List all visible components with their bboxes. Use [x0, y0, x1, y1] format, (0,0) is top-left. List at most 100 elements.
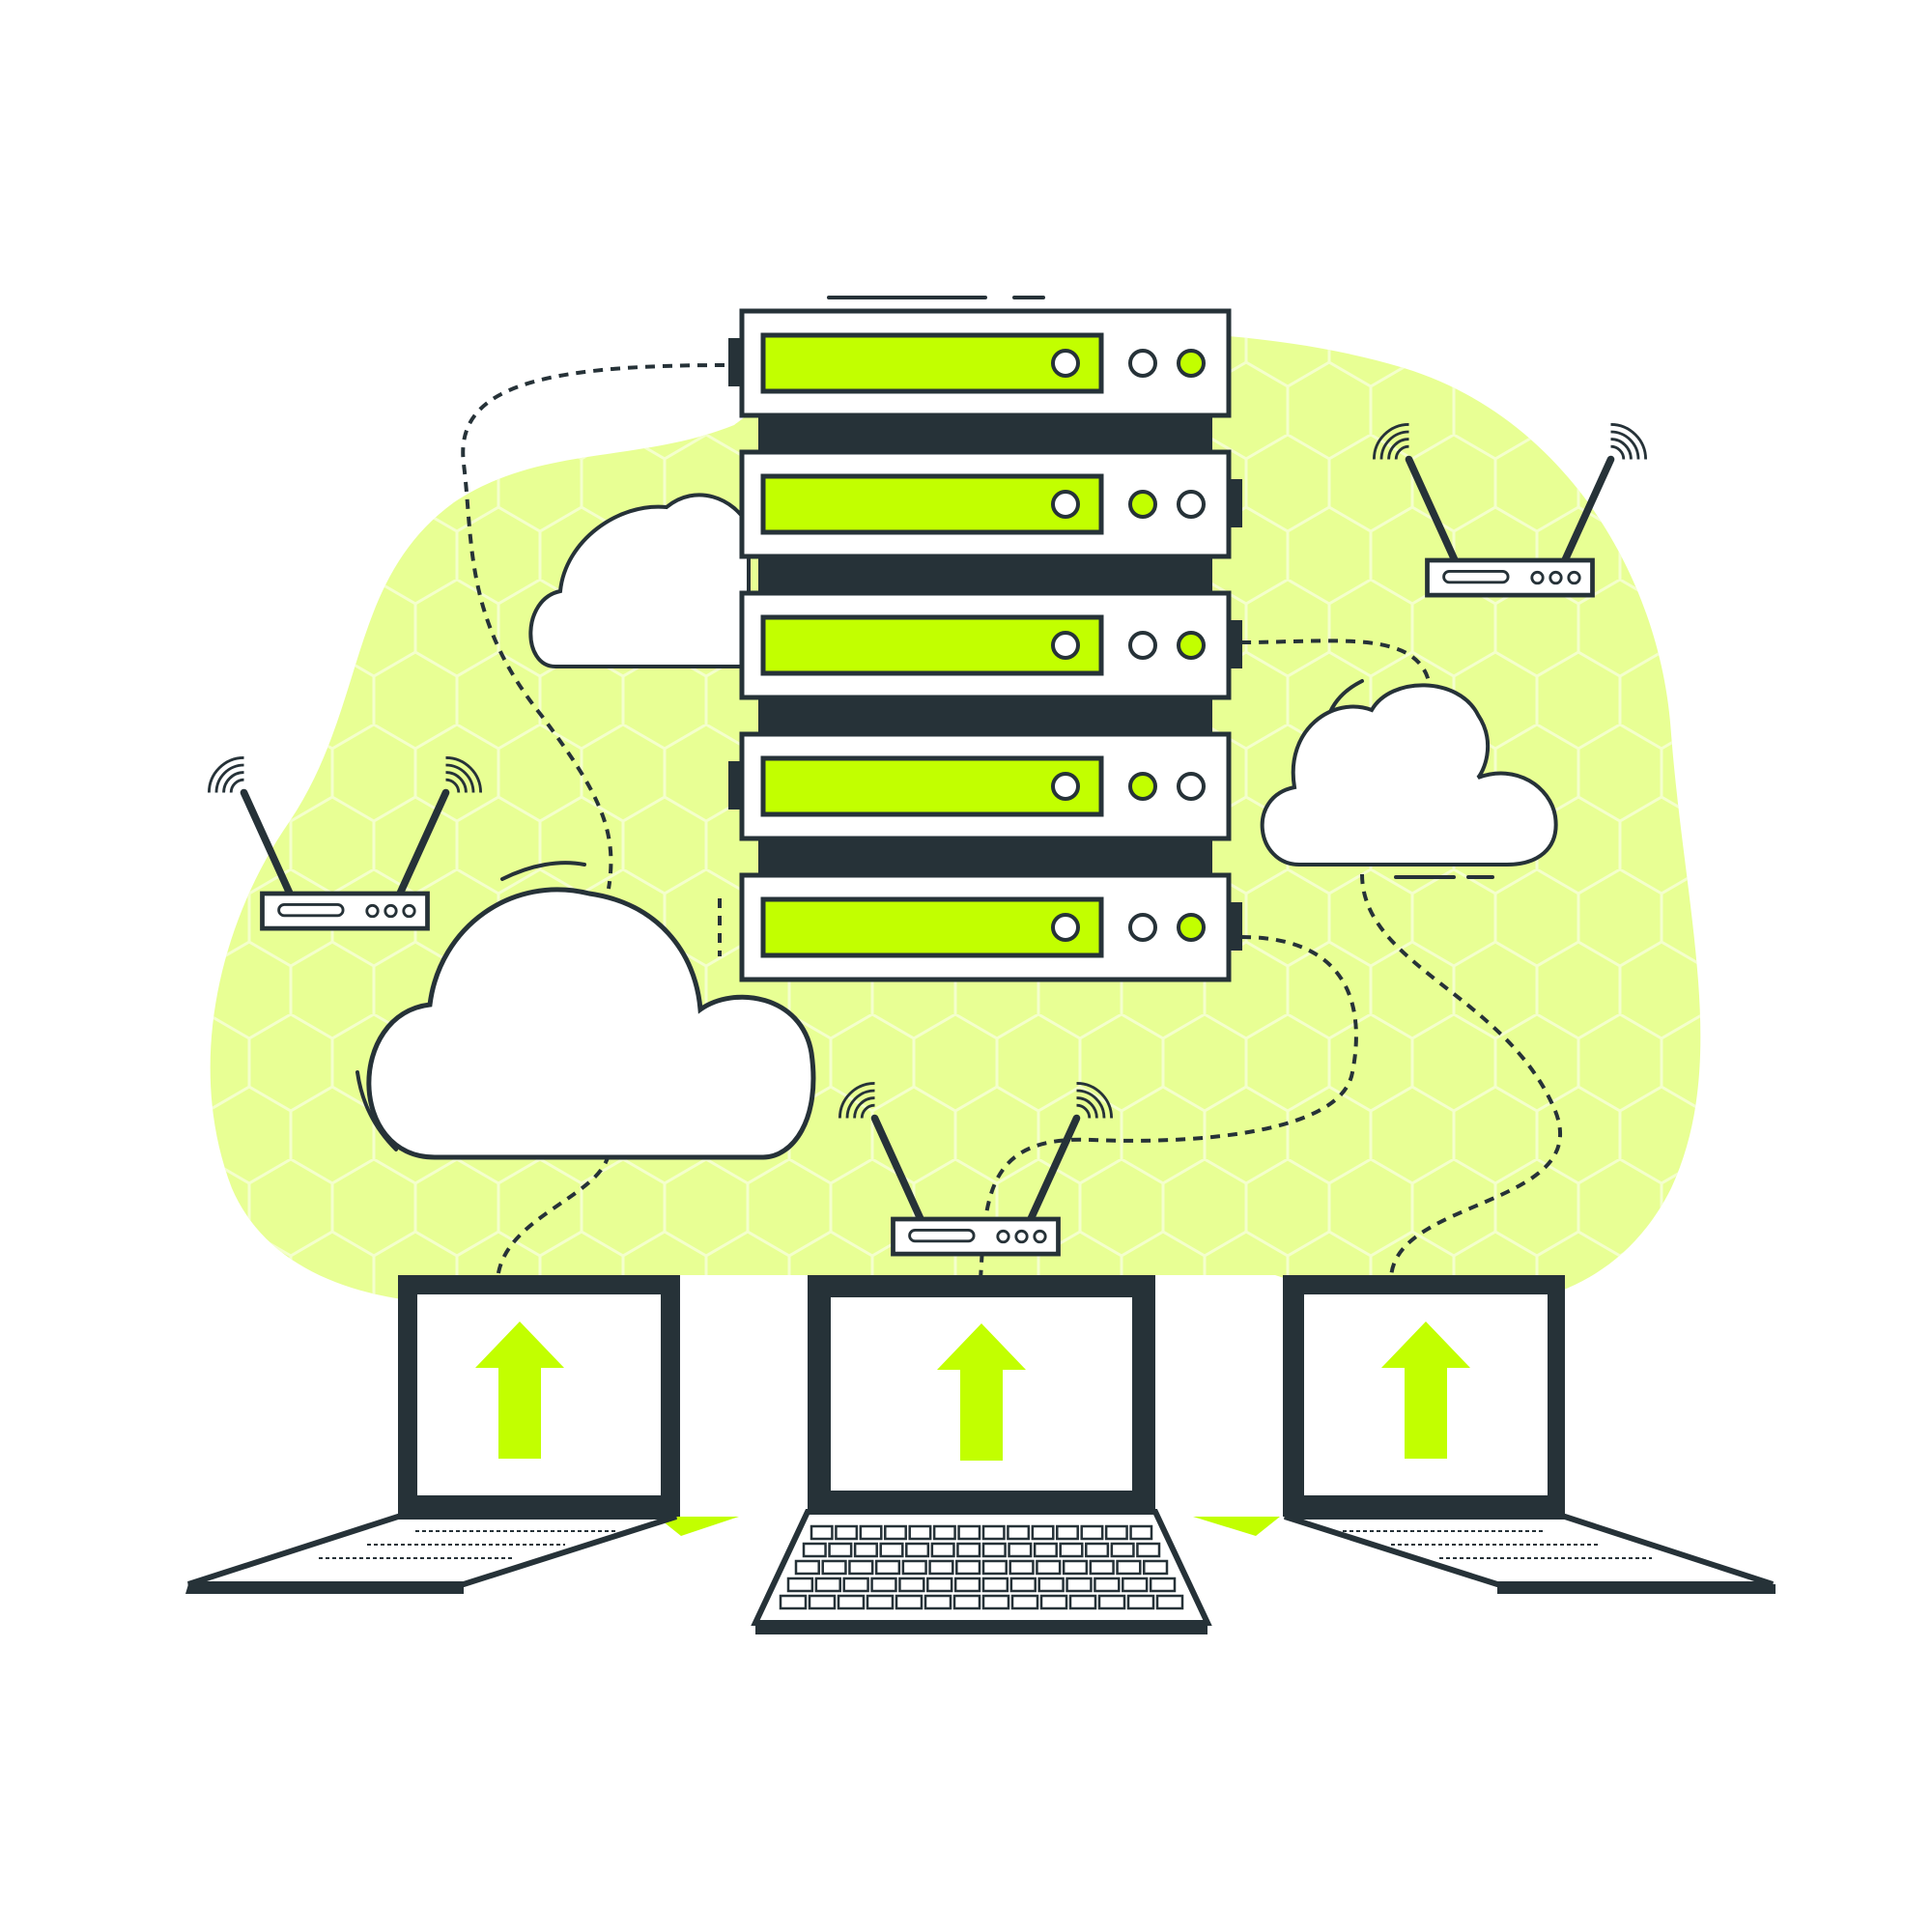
keyboard-key	[1008, 1542, 1033, 1558]
router-led	[1014, 1229, 1029, 1244]
keyboard-key	[1089, 1559, 1115, 1576]
keyboard-key	[1155, 1594, 1184, 1610]
keyboard-key	[901, 1559, 927, 1576]
keyboard-key	[923, 1594, 952, 1610]
keyboard-key	[1068, 1594, 1097, 1610]
router-led	[365, 903, 380, 919]
keyboard-key	[1149, 1577, 1177, 1593]
keyboard-key	[1059, 1542, 1084, 1558]
keyboard-key	[1033, 1542, 1058, 1558]
keyboard-key	[908, 1524, 932, 1541]
server-unit	[739, 590, 1242, 700]
wifi-signal-arc	[222, 771, 244, 793]
keyboard-key	[1143, 1559, 1169, 1576]
server-unit	[728, 308, 1232, 418]
router-led	[1530, 570, 1545, 585]
router-led	[996, 1229, 1010, 1244]
connection-line	[979, 935, 1358, 1281]
drive-led	[1051, 772, 1080, 801]
keyboard-key	[853, 1542, 878, 1558]
wifi-signal-arc	[445, 755, 483, 793]
keyboard-key	[859, 1524, 883, 1541]
router-body	[1425, 557, 1595, 598]
wifi-signal-arc	[838, 1081, 875, 1119]
keyboard-key	[952, 1594, 981, 1610]
drive-led	[1051, 631, 1080, 660]
wifi-signal-arc	[445, 771, 468, 793]
connection-lines	[461, 363, 1563, 1281]
wifi-router-icon	[1372, 422, 1648, 598]
wifi-signal-arc	[229, 778, 244, 793]
keyboard-key	[884, 1524, 907, 1541]
keyboard-key	[898, 1577, 925, 1593]
wifi-router-icon	[207, 755, 483, 931]
keyboard-key	[835, 1524, 859, 1541]
laptop-group	[185, 1275, 1776, 1634]
wifi-signal-arc	[1076, 1096, 1098, 1119]
drive-bay	[760, 614, 1104, 676]
server-rack-icon	[728, 308, 1242, 982]
keyboard-key	[870, 1577, 897, 1593]
keyboard-key	[1007, 1524, 1031, 1541]
keyboard-key	[874, 1559, 901, 1576]
keyboard-key	[957, 1524, 981, 1541]
keyboard-key	[1062, 1559, 1089, 1576]
server-unit	[739, 872, 1242, 982]
router-led	[1033, 1229, 1047, 1244]
keyboard-key	[837, 1594, 866, 1610]
wifi-router-icon	[838, 1081, 1114, 1257]
keyboard-key	[1009, 1559, 1035, 1576]
status-led	[1128, 913, 1157, 942]
keyboard-key	[1037, 1577, 1065, 1593]
wifi-signal-arc	[1610, 444, 1626, 460]
keyboard-key	[1010, 1594, 1039, 1610]
keyboard-key	[1039, 1594, 1068, 1610]
wifi-signal-arc	[845, 1089, 875, 1119]
wifi-signal-arc	[1076, 1103, 1092, 1119]
keyboard-key	[1094, 1577, 1121, 1593]
antenna	[870, 1114, 924, 1223]
laptop-base	[1284, 1514, 1774, 1587]
wifi-signal-arc	[1076, 1089, 1106, 1119]
keyboard-key	[905, 1542, 930, 1558]
drive-led	[1051, 913, 1080, 942]
keyboard-key	[1056, 1524, 1079, 1541]
antenna	[396, 788, 450, 897]
cloud-icon	[528, 493, 751, 668]
laptop-shadow	[657, 1517, 739, 1536]
router-slot	[908, 1228, 976, 1243]
cloud-icon	[1260, 683, 1558, 867]
wifi-signal-arc	[1394, 444, 1409, 460]
wifi-signal-arc	[1610, 430, 1640, 460]
connection-line	[1240, 639, 1432, 687]
keyboard-key	[956, 1542, 981, 1558]
keyboard-key	[953, 1577, 981, 1593]
laptop-base-edge	[755, 1623, 1208, 1634]
status-led	[1177, 349, 1206, 378]
wifi-signal-arc	[853, 1096, 875, 1119]
upload-arrow-icon	[475, 1321, 564, 1459]
wifi-signal-arc	[1610, 438, 1633, 460]
wifi-signal-arc	[860, 1103, 875, 1119]
keyboard-key	[981, 1594, 1010, 1610]
keyboard-key	[802, 1542, 827, 1558]
laptop-shadow	[1193, 1517, 1280, 1536]
keyboard-key	[828, 1542, 853, 1558]
router-led	[1548, 570, 1563, 585]
keyboard-key	[926, 1577, 953, 1593]
keyboard-key	[981, 1524, 1006, 1541]
laptop-icon	[185, 1275, 739, 1594]
keyboard-key	[1009, 1577, 1037, 1593]
drive-led	[1051, 349, 1080, 378]
laptop-base-edge	[185, 1584, 464, 1594]
status-led	[1128, 772, 1157, 801]
keyboard-key	[821, 1559, 847, 1576]
drive-bay	[760, 755, 1104, 817]
keyboard-key	[928, 1559, 954, 1576]
status-led	[1128, 349, 1157, 378]
status-led	[1177, 772, 1206, 801]
drive-bay	[760, 473, 1104, 535]
drive-led	[1051, 490, 1080, 519]
